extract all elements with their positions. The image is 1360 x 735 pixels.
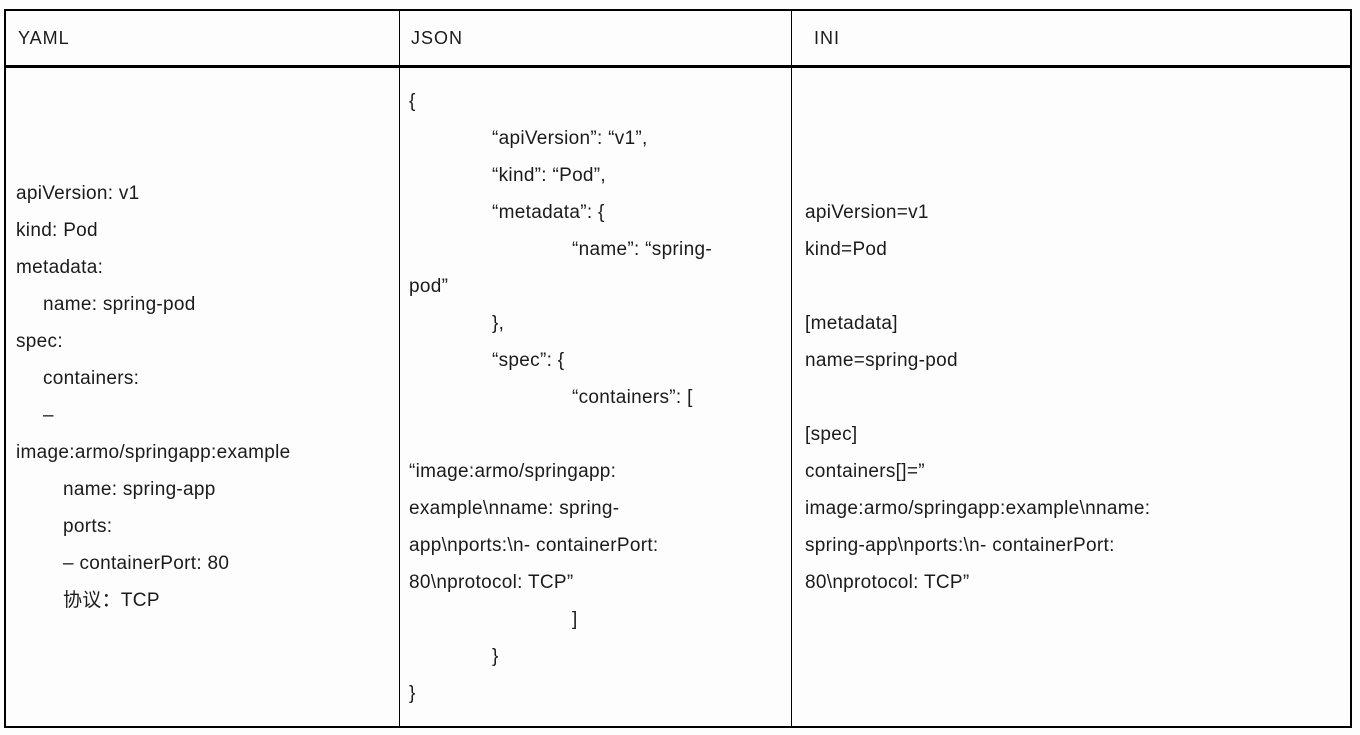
column-header-json-label: JSON [411,27,464,48]
json-code-line: “name”: “spring- [572,238,712,260]
json-code-line: “containers”: [ [572,386,693,408]
column-header-yaml-label: YAML [18,27,70,48]
ini-code-line: spring-app\nports:\n- containerPort: [805,534,1115,556]
column-header-json: JSON [400,11,792,68]
json-code-line: }, [492,312,505,334]
ini-code-line: image:armo/springapp:example\nname: [805,497,1151,519]
json-code-line: } [409,682,416,704]
ini-code-cell: apiVersion=v1 kind=Pod [metadata] name=spri… [792,68,1350,726]
yaml-code-line: name: spring-app [63,479,216,500]
ini-code-line: [spec] [805,423,858,445]
json-code-line: “image:armo/springapp: [409,460,617,482]
json-code-line: { [409,90,416,112]
yaml-code-line: ports: [63,516,113,537]
json-code-line: app\nports:\n- containerPort: [409,534,659,556]
json-code-line: “apiVersion”: “v1”, [492,127,648,149]
yaml-code-line: apiVersion: v1 [16,183,140,204]
ini-code-line: 80\nprotocol: TCP” [805,571,970,593]
yaml-code-cell: apiVersion: v1 kind: Pod metadata: name: sp… [6,68,400,726]
json-code-line: } [492,645,499,667]
json-code-line: example\nname: spring- [409,497,620,519]
yaml-code-line: spec: [16,331,63,352]
yaml-code-line: – [43,405,54,426]
json-code-line: “spec”: { [492,349,565,371]
json-code-line: 80\nprotocol: TCP” [409,571,574,593]
json-code-line: ] [572,608,578,630]
json-code-line [409,416,787,453]
json-code-line: “metadata”: { [492,201,605,223]
column-header-yaml: YAML [6,11,400,68]
json-code-line: “kind”: “Pod”, [492,164,607,186]
ini-code-line: name=spring-pod [805,349,958,371]
column-header-ini-label: INI [814,27,841,48]
ini-code-line: apiVersion=v1 [805,201,929,223]
yaml-code-line: kind: Pod [16,220,98,241]
yaml-code-line: – containerPort: 80 [63,553,230,574]
format-comparison-table: YAML JSON INI apiVersion: v1 kind: Pod met… [4,9,1352,728]
ini-code-line: kind=Pod [805,238,888,260]
yaml-code-line: image:armo/springapp:example [16,442,291,463]
yaml-code-line: 协议：TCP [63,590,160,611]
ini-code-line [805,268,1346,305]
json-code-line: pod” [409,275,449,297]
ini-code-line: containers[]=” [805,460,925,482]
ini-code-line [805,379,1346,416]
column-header-ini: INI [792,11,1350,68]
yaml-code-line: containers: [43,368,140,389]
yaml-code-line: name: spring-pod [43,294,196,315]
ini-code-line: [metadata] [805,312,898,334]
json-code-cell: { “apiVersion”: “v1”, “kind”: “Pod”, “metad… [400,68,792,726]
yaml-code-line: metadata: [16,257,104,278]
